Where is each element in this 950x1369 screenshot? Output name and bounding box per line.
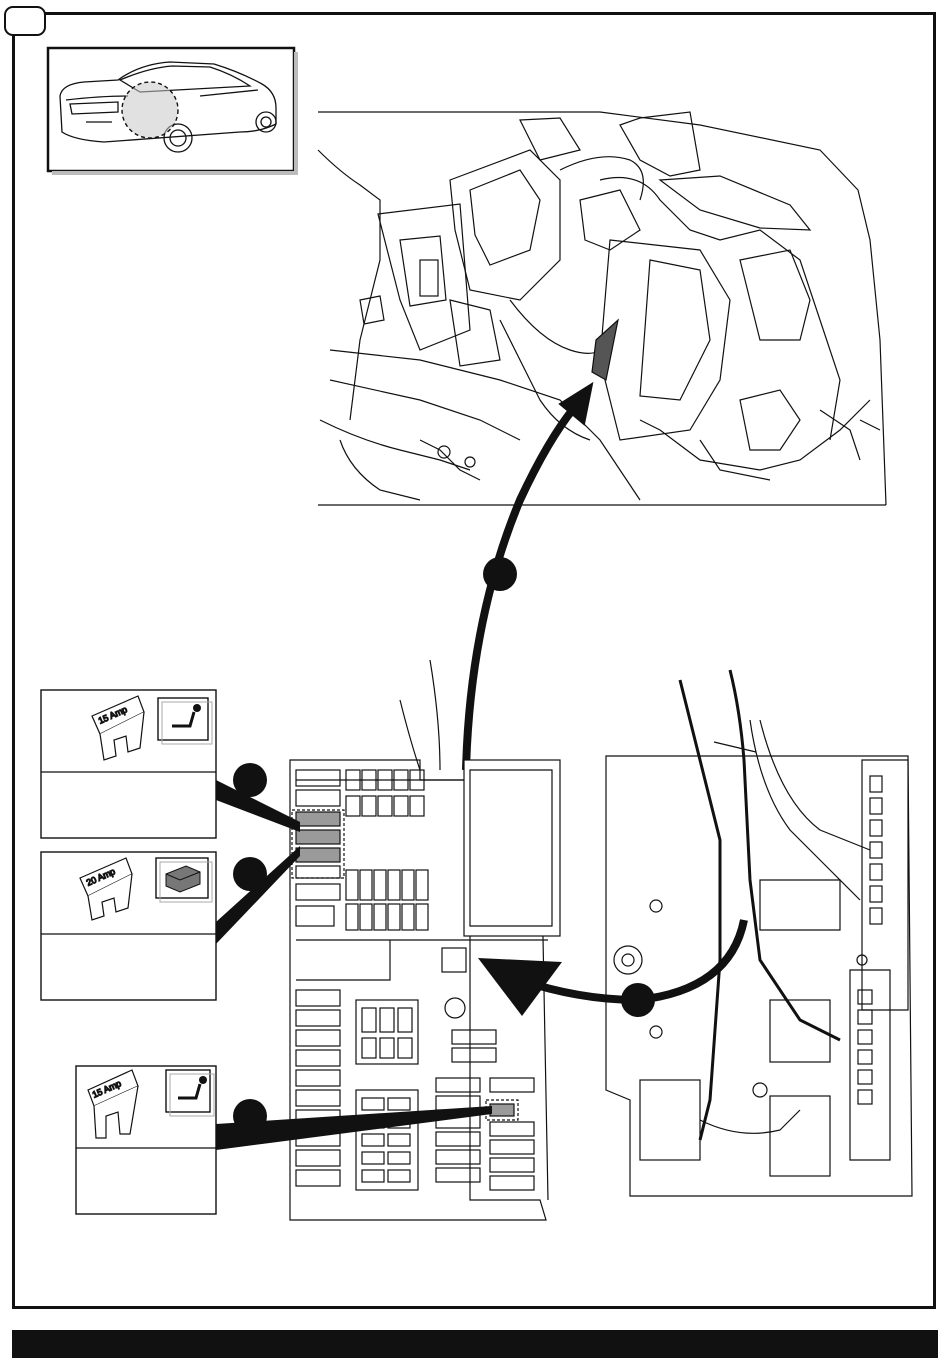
- callout-connector-transfer: [621, 983, 655, 1017]
- fuse-box: [290, 660, 560, 1220]
- engine-bay-view: [318, 112, 886, 505]
- fuse-panel-3: 15 Amp: [76, 1066, 216, 1214]
- magnifier-highlight: [122, 82, 178, 138]
- callout-engine-bay-connection: [483, 557, 517, 591]
- callout-fuse-slot-1: [233, 763, 267, 797]
- towbar-icon: [158, 698, 212, 744]
- callout-fuse-slot-2: [233, 857, 267, 891]
- callout-fuse-slot-3: [233, 1099, 267, 1133]
- fuse-panel-2: 20 Amp: [41, 852, 216, 1000]
- vehicle-location-thumbnail: [48, 48, 298, 175]
- fuse-panel-1: 15 Amp: [41, 690, 216, 838]
- control-module-icon: [156, 858, 212, 902]
- towbar-icon: [166, 1070, 214, 1116]
- harness-connector-view: [606, 670, 912, 1196]
